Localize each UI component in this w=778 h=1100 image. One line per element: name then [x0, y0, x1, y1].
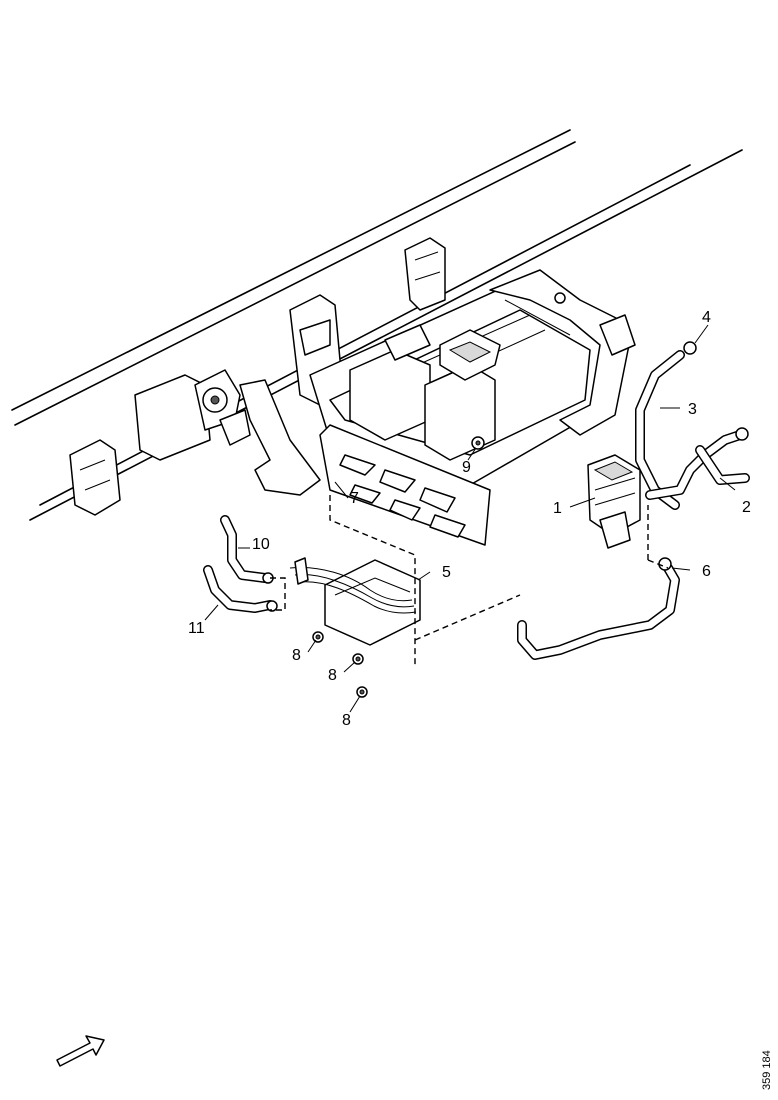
- control-module: [289, 557, 421, 646]
- arrow-icon: [56, 1035, 105, 1067]
- callout-11: 11: [188, 620, 205, 637]
- callout-4: 4: [702, 309, 711, 326]
- callout-3: 3: [688, 401, 697, 418]
- side-frame-arm: [489, 269, 636, 436]
- hose-11: [203, 565, 278, 613]
- callout-2: 2: [742, 499, 751, 516]
- callout-5: 5: [442, 564, 451, 581]
- callout-8a: 8: [292, 647, 301, 664]
- hose-2: [645, 427, 750, 500]
- leader-lines: [204, 324, 736, 713]
- callout-8b: 8: [328, 667, 337, 684]
- battery-cradle: [309, 279, 606, 486]
- reference-number: 359 184: [761, 1050, 773, 1090]
- callout-9: 9: [462, 459, 471, 476]
- suspension-bracket: [134, 369, 251, 461]
- assembly-lines: [270, 495, 669, 665]
- stabilizer-arm: [239, 379, 321, 496]
- fitting-9: [471, 436, 485, 450]
- callout-6: 6: [702, 563, 711, 580]
- callout-8c: 8: [342, 712, 351, 729]
- callout-10: 10: [252, 536, 270, 553]
- valve-unit: [587, 454, 641, 549]
- fasteners-8: [312, 631, 368, 698]
- hose-6: [517, 557, 680, 660]
- callout-1: 1: [553, 500, 562, 517]
- callout-7: 7: [350, 490, 359, 507]
- mounting-plate: [319, 424, 491, 546]
- frame-bracket-left: [69, 439, 121, 516]
